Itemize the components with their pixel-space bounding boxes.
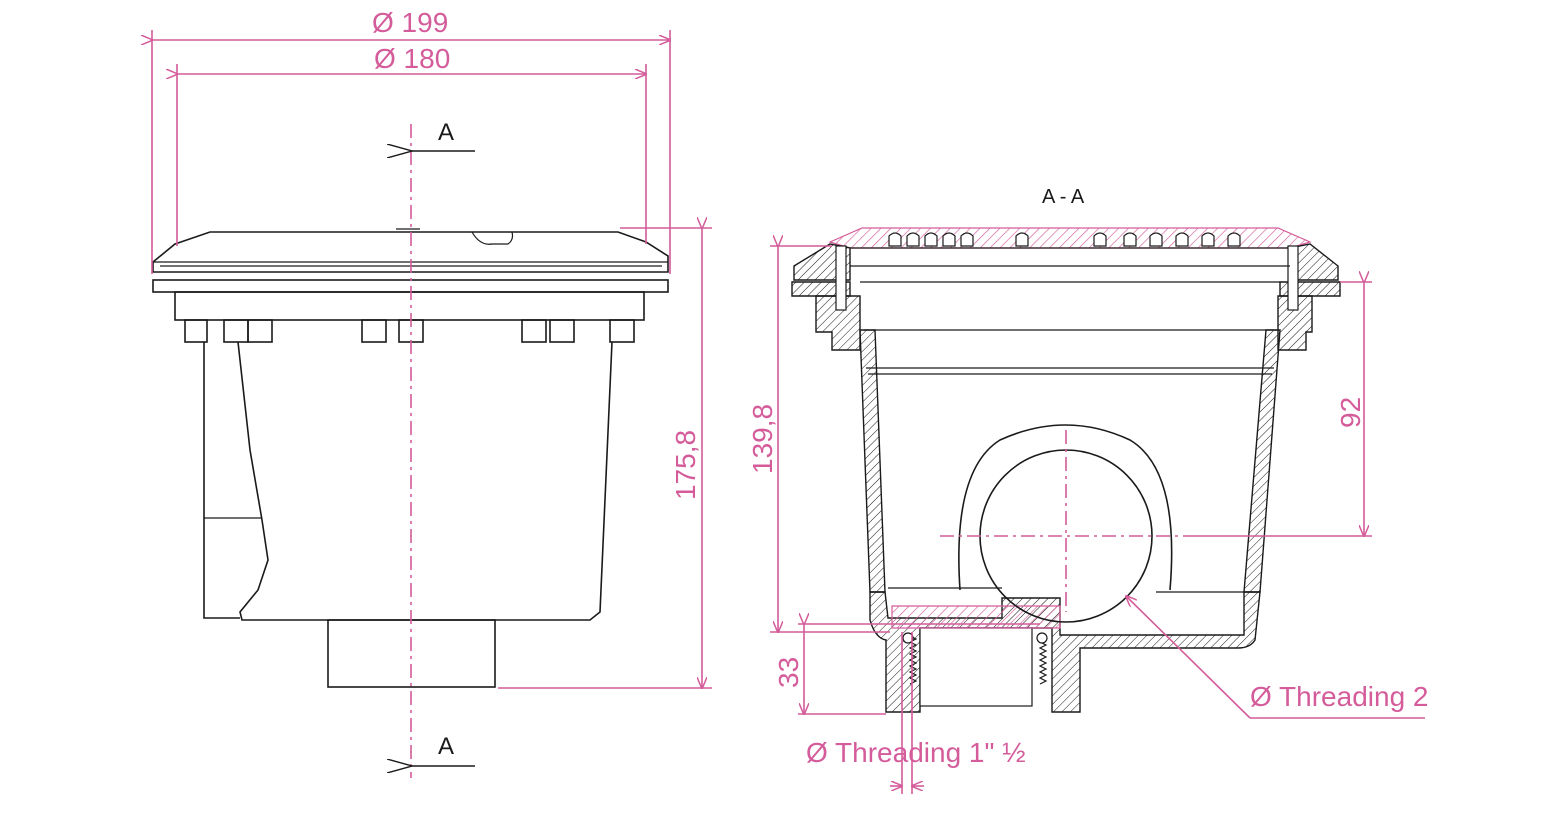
section-dimensions: 139,8 92 33 Ø Threading 1" ½ Ø Threading… <box>747 246 1429 794</box>
section-mark-bottom: A <box>438 733 454 760</box>
thread-side-label: Ø Threading 2 <box>1250 681 1429 712</box>
dim-outer-diameter: Ø 199 <box>372 7 448 38</box>
elevation-dimensions: Ø 199 Ø 180 175,8 <box>152 7 712 688</box>
section-title: A - A <box>1042 186 1085 208</box>
dim-outlet-offset: 92 <box>1335 397 1366 428</box>
section-view: A - A <box>791 186 1341 713</box>
grille-slots <box>888 232 1241 247</box>
elevation-view: A A <box>152 119 669 778</box>
dim-inner-diameter: Ø 180 <box>374 43 450 74</box>
dim-bottom-outlet: 33 <box>773 657 804 688</box>
section-mark-top: A <box>438 119 454 146</box>
dim-total-height: 175,8 <box>670 430 701 500</box>
dim-section-height: 139,8 <box>747 404 778 474</box>
thread-bottom-label: Ø Threading 1" ½ <box>806 737 1026 768</box>
